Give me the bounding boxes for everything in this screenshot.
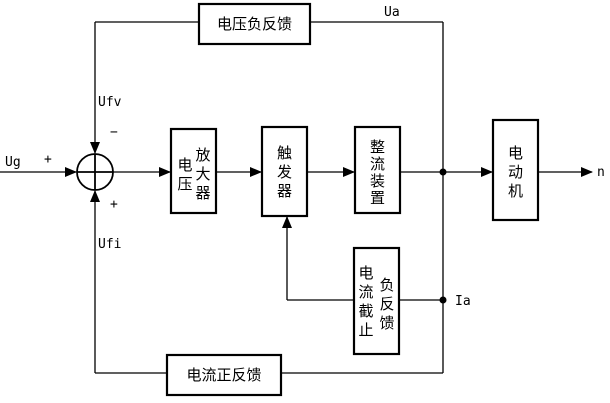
svg-text:流: 流	[370, 155, 385, 173]
svg-text:放: 放	[195, 146, 210, 164]
svg-text:动: 动	[508, 163, 523, 181]
label-ufi: Ufi	[98, 237, 121, 252]
svg-text:流: 流	[358, 283, 373, 301]
label-ug: Ug	[5, 155, 21, 170]
summing-junction	[76, 153, 114, 191]
wires	[0, 21, 593, 374]
label-minus-ufv: −	[110, 125, 118, 140]
voltage-feedback-block: 电压负反馈	[197, 2, 312, 46]
svg-text:机: 机	[508, 182, 523, 200]
label-n: n	[597, 165, 605, 180]
svg-text:电流正反馈: 电流正反馈	[186, 366, 261, 384]
svg-text:电压负反馈: 电压负反馈	[217, 15, 292, 33]
svg-text:电: 电	[358, 264, 373, 282]
label-ufv: Ufv	[98, 95, 122, 110]
svg-text:器: 器	[277, 182, 292, 200]
trigger-block: 触 发 器	[260, 125, 309, 218]
junction-dot	[439, 168, 447, 176]
current-feedback-block: 电流正反馈	[165, 353, 283, 397]
svg-text:馈: 馈	[379, 314, 394, 332]
junction-dot	[439, 296, 447, 304]
svg-text:电: 电	[177, 156, 192, 174]
svg-text:触: 触	[277, 144, 292, 162]
svg-text:发: 发	[277, 163, 292, 181]
svg-text:电: 电	[508, 144, 523, 162]
label-ia: Ia	[455, 294, 471, 309]
svg-text:器: 器	[195, 184, 210, 202]
svg-text:止: 止	[358, 321, 373, 339]
label-plus-ug: +	[44, 152, 52, 167]
motor-block: 电 动 机	[491, 118, 540, 222]
svg-text:整: 整	[370, 138, 385, 156]
svg-text:截: 截	[358, 302, 373, 320]
label-plus-ufi: +	[110, 197, 118, 212]
current-cutoff-feedback-block: 电 流 截 止 负 反 馈	[352, 246, 401, 356]
svg-text:置: 置	[370, 189, 385, 207]
svg-text:大: 大	[195, 165, 210, 183]
rectifier-block: 整 流 装 置	[353, 125, 402, 215]
svg-text:压: 压	[177, 175, 192, 193]
voltage-amplifier-block: 电 压 放 大 器	[169, 127, 218, 215]
svg-text:装: 装	[370, 172, 385, 190]
svg-text:负: 负	[379, 276, 394, 294]
svg-text:反: 反	[379, 295, 394, 313]
label-ua: Ua	[384, 5, 400, 20]
